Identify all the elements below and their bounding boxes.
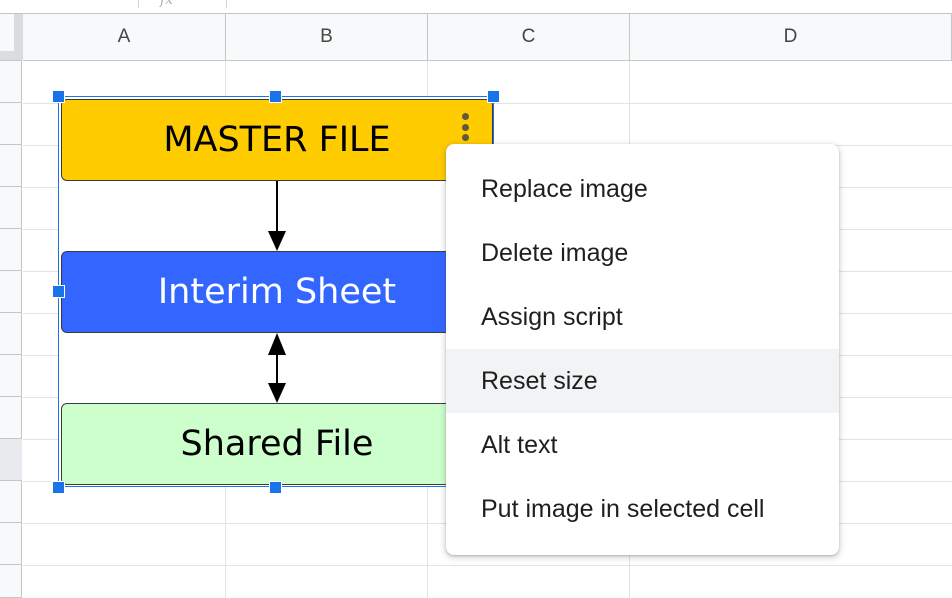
fx-icon: fx bbox=[160, 0, 174, 8]
menu-item-alt-text[interactable]: Alt text bbox=[481, 430, 558, 459]
column-header-d[interactable]: D bbox=[630, 14, 952, 61]
diagram-connectors bbox=[268, 181, 286, 403]
resize-handle-top-left[interactable] bbox=[52, 90, 65, 103]
row-header[interactable] bbox=[0, 103, 22, 145]
column-header-c[interactable]: C bbox=[428, 14, 630, 61]
row-header[interactable] bbox=[0, 397, 22, 439]
row-header[interactable] bbox=[0, 355, 22, 397]
embedded-flowchart-image[interactable]: MASTER FILE Interim Sheet Shared File bbox=[58, 96, 494, 487]
toolbar-divider bbox=[138, 0, 139, 8]
row-header[interactable] bbox=[0, 61, 22, 103]
menu-item-assign-script[interactable]: Assign script bbox=[481, 302, 623, 331]
row-header-column bbox=[0, 61, 22, 598]
shared-file-box: Shared File bbox=[61, 403, 493, 485]
menu-item-put-image-in-cell[interactable]: Put image in selected cell bbox=[481, 494, 765, 523]
column-header-a[interactable]: A bbox=[23, 14, 226, 61]
image-context-menu: Replace image Delete image Assign script… bbox=[446, 144, 839, 555]
resize-handle-bottom-left[interactable] bbox=[52, 481, 65, 494]
grid-line bbox=[23, 565, 952, 566]
row-header[interactable] bbox=[0, 565, 22, 598]
toolbar-divider bbox=[226, 0, 227, 8]
row-header[interactable] bbox=[0, 145, 22, 187]
row-header[interactable] bbox=[0, 271, 22, 313]
menu-item-replace-image[interactable]: Replace image bbox=[481, 174, 648, 203]
frozen-column-bar[interactable] bbox=[14, 14, 23, 60]
row-header[interactable] bbox=[0, 229, 22, 271]
row-header[interactable] bbox=[0, 187, 22, 229]
double-arrow-connector bbox=[268, 333, 286, 403]
master-file-box: MASTER FILE bbox=[61, 99, 493, 181]
frozen-row-bar[interactable] bbox=[0, 51, 22, 60]
interim-sheet-box: Interim Sheet bbox=[61, 251, 493, 333]
down-arrow-connector bbox=[268, 181, 286, 251]
menu-item-reset-size[interactable]: Reset size bbox=[446, 349, 839, 413]
resize-handle-top[interactable] bbox=[269, 90, 282, 103]
column-header-b[interactable]: B bbox=[226, 14, 428, 61]
resize-handle-top-right[interactable] bbox=[487, 90, 500, 103]
kebab-menu-icon[interactable] bbox=[455, 109, 475, 145]
resize-handle-left[interactable] bbox=[52, 285, 65, 298]
resize-handle-bottom[interactable] bbox=[269, 481, 282, 494]
row-header-selected[interactable] bbox=[0, 439, 22, 481]
row-header[interactable] bbox=[0, 523, 22, 565]
row-header[interactable] bbox=[0, 313, 22, 355]
menu-item-delete-image[interactable]: Delete image bbox=[481, 238, 629, 267]
row-header[interactable] bbox=[0, 481, 22, 523]
formula-bar-strip: fx bbox=[0, 0, 952, 14]
